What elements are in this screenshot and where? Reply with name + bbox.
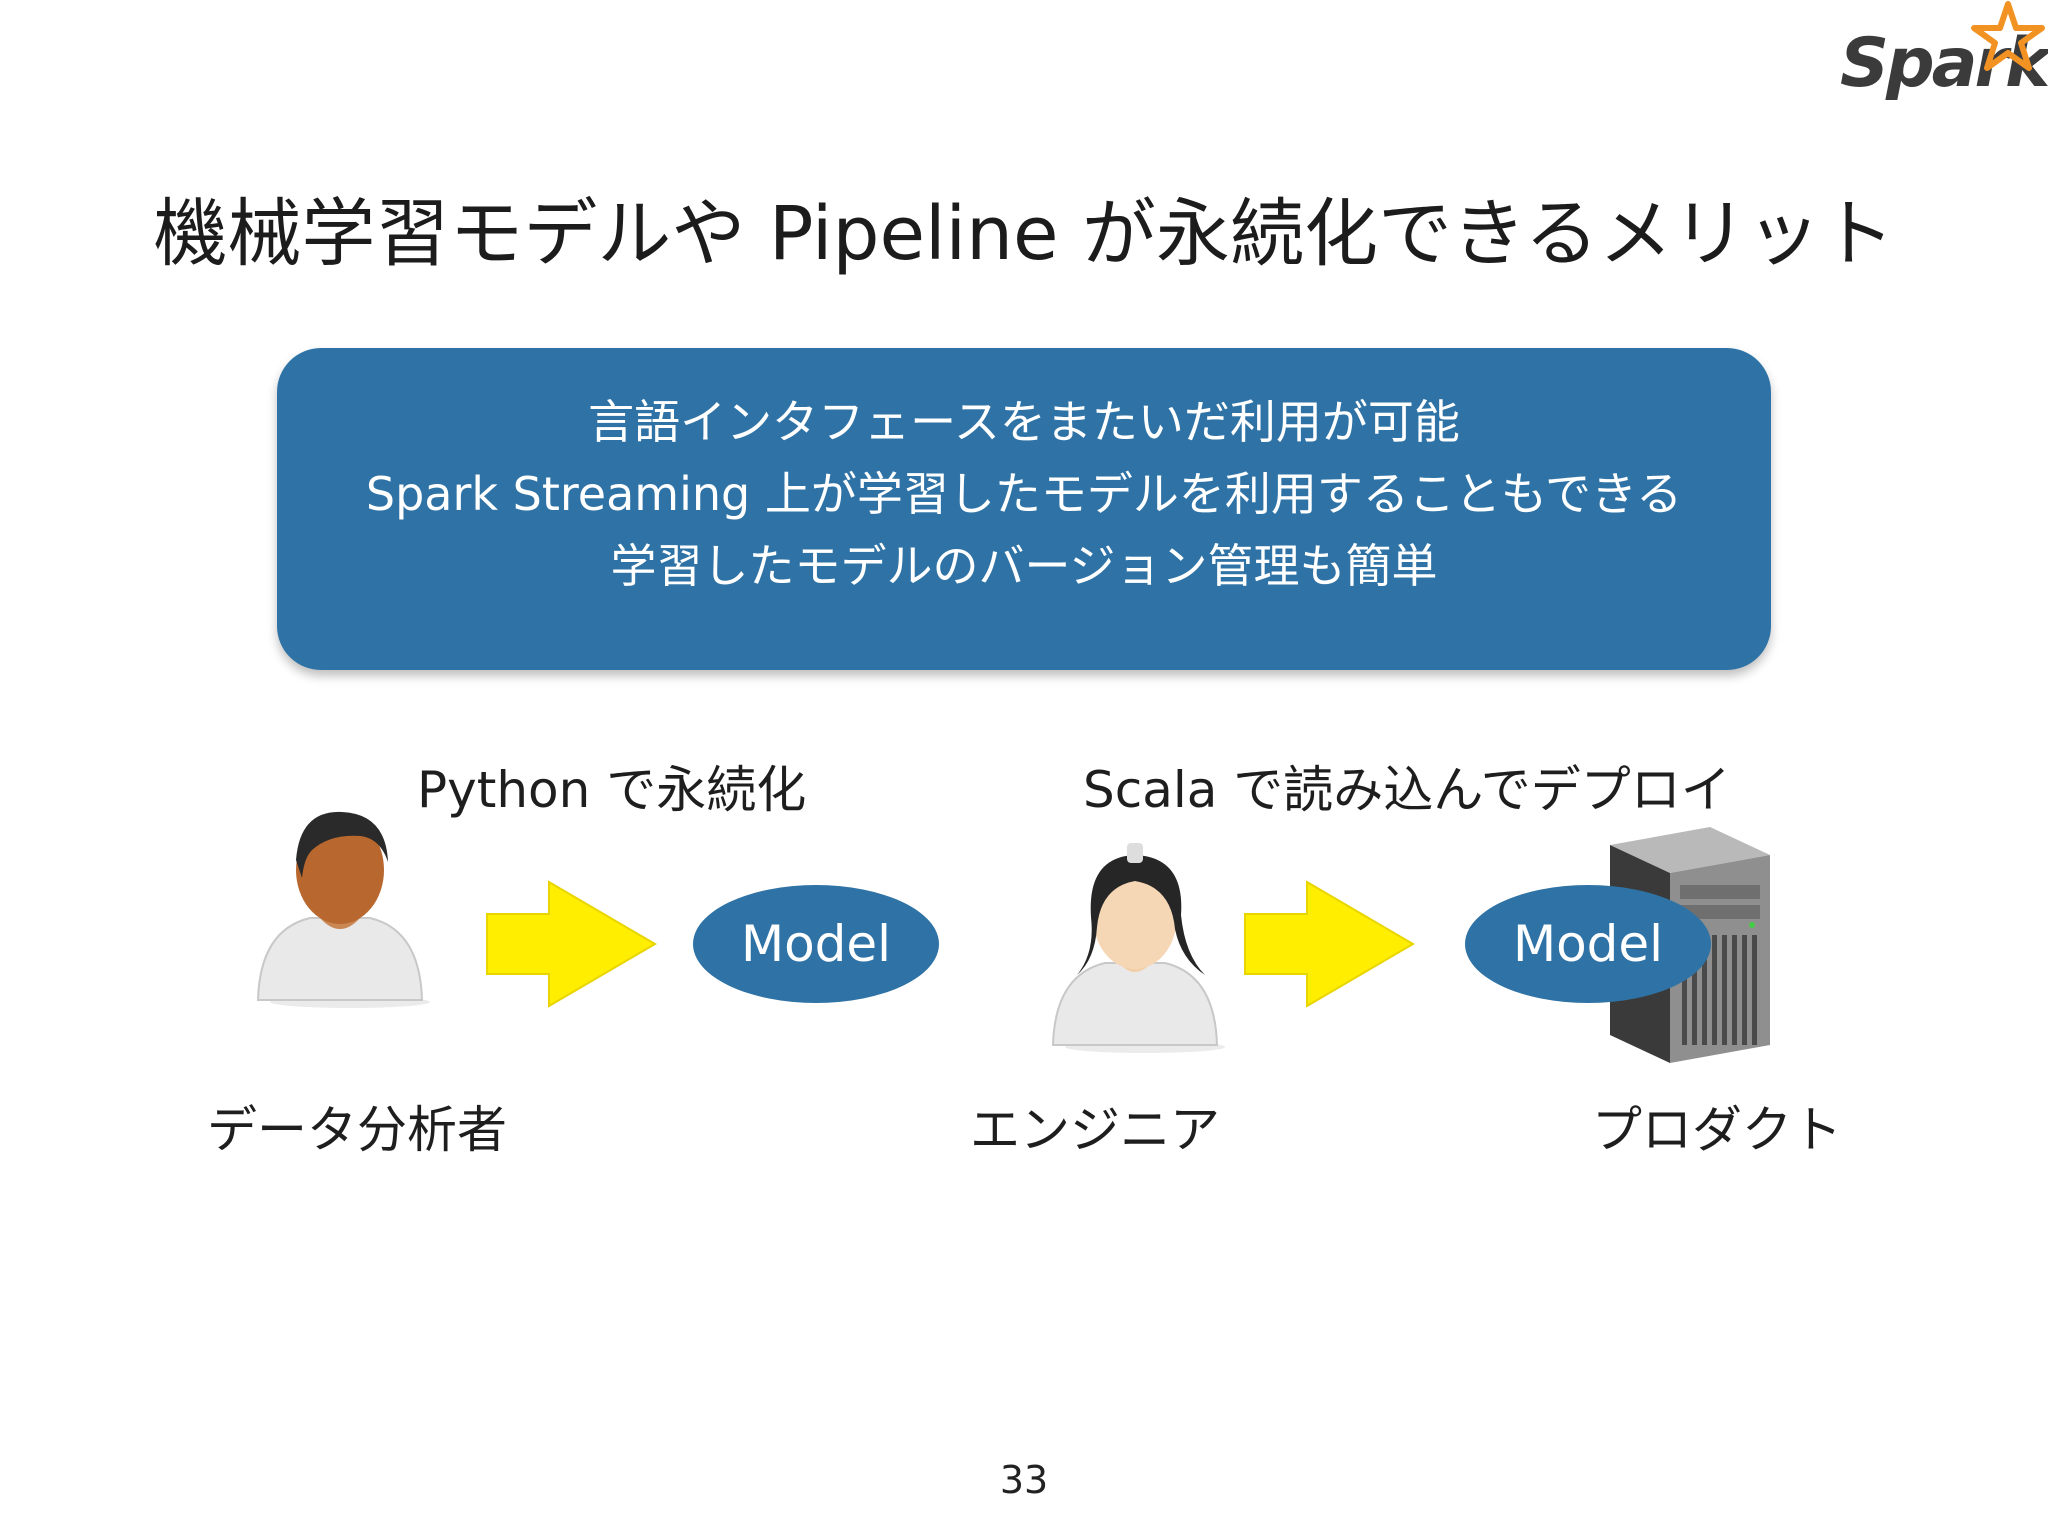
product-label: プロダクト (1592, 1101, 1842, 1159)
benefit-line-1: 言語インタフェースをまたいだ利用が可能 (588, 395, 1460, 449)
analyst-label: データ分析者 (207, 1101, 507, 1159)
page-number: 33 (999, 1458, 1049, 1502)
engineer-person-icon (1051, 843, 1225, 1053)
benefit-line-2: Spark Streaming 上が学習したモデルを利用することもできる (365, 467, 1683, 521)
model-ellipse-right: Model (1465, 885, 1711, 1003)
benefit-line-3: 学習したモデルのバージョン管理も簡単 (610, 539, 1438, 593)
spark-logo-text: Spark (1840, 24, 2048, 103)
benefits-panel (277, 348, 1771, 670)
right-arrow-icon (1244, 880, 1415, 1008)
engineer-label: エンジニア (970, 1101, 1220, 1159)
model-ellipse-left: Model (693, 885, 939, 1003)
slide-title: 機械学習モデルや Pipeline が永続化できるメリット (153, 191, 1895, 277)
python-persist-caption: Python で永続化 (417, 761, 807, 819)
analyst-person-icon (256, 811, 430, 1008)
scala-deploy-caption: Scala で読み込んでデプロイ (1083, 761, 1731, 819)
right-arrow-icon (486, 880, 657, 1008)
spark-star-icon (1971, 1, 2045, 71)
